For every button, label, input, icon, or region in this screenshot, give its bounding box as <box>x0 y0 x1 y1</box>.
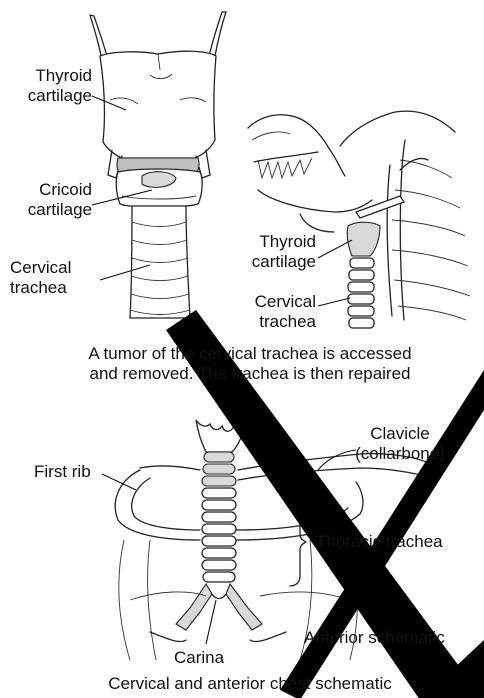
leader-carina <box>206 600 216 644</box>
label-line: Thyroid <box>0 66 92 86</box>
caption-line: A tumor of the cervical trachea is acces… <box>60 344 440 364</box>
label-line: Cricoid <box>0 180 92 200</box>
caption-top: A tumor of the cervical trachea is acces… <box>60 344 440 384</box>
label-anterior-schematic: Anterior schematic <box>304 628 445 648</box>
label-line: trachea <box>10 278 71 298</box>
label-cervical-trachea-right: Cervical trachea <box>226 292 316 332</box>
label-cricoid-cartilage: Cricoid cartilage <box>0 180 92 220</box>
label-line: cartilage <box>0 200 92 220</box>
leader-thyroid-right <box>318 240 352 258</box>
label-thyroid-cartilage-right: Thyroid cartilage <box>226 232 316 272</box>
caption-line: and removed. The trachea is then repaire… <box>60 364 440 384</box>
label-line: (collarbone) <box>340 444 460 464</box>
label-clavicle: Clavicle (collarbone) <box>340 424 460 464</box>
label-thyroid-cartilage-left: Thyroid cartilage <box>0 66 92 106</box>
caption-bottom: Cervical and anterior chest schematic <box>60 674 440 694</box>
label-carina: Carina <box>174 648 224 668</box>
label-line: Cervical <box>10 258 71 278</box>
larynx-anterior-drawing <box>90 12 226 318</box>
label-line: cartilage <box>226 252 316 272</box>
label-line: cartilage <box>0 86 92 106</box>
label-first-rib: First rib <box>34 462 91 482</box>
label-thoracic-trachea: Thoracic trachea <box>316 532 443 552</box>
label-cervical-trachea-left: Cervical trachea <box>10 258 71 298</box>
leader-cervical-right <box>318 298 350 306</box>
label-line: Thyroid <box>226 232 316 252</box>
label-line: Clavicle <box>340 424 460 444</box>
label-line: trachea <box>226 312 316 332</box>
label-line: Cervical <box>226 292 316 312</box>
